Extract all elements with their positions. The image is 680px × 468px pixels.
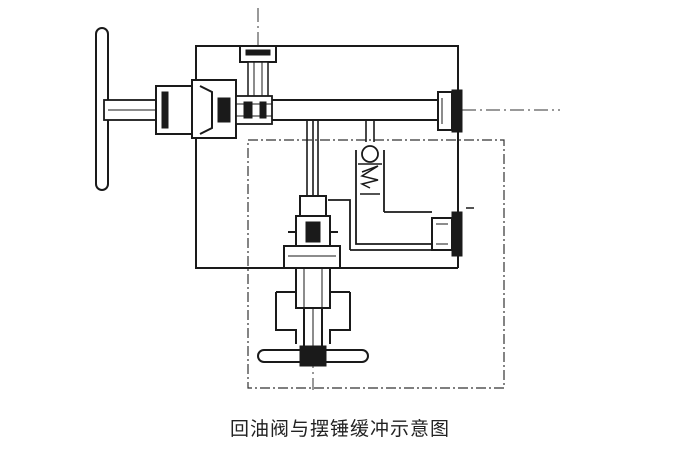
vertical-passages [306,120,375,200]
top-plug [239,45,277,99]
pendulum-chamber-outline [247,139,505,389]
handwheel-left [95,27,157,191]
right-plug-upper [437,89,463,133]
valve-stem-assembly [155,79,273,139]
check-valve-spring [355,145,385,212]
lower-passage [328,196,463,257]
buffer-piston-assembly [275,195,351,357]
figure-caption: 回油阀与摆锤缓冲示意图 [229,418,450,440]
main-bore [272,99,438,121]
bottom-handle [257,345,369,367]
